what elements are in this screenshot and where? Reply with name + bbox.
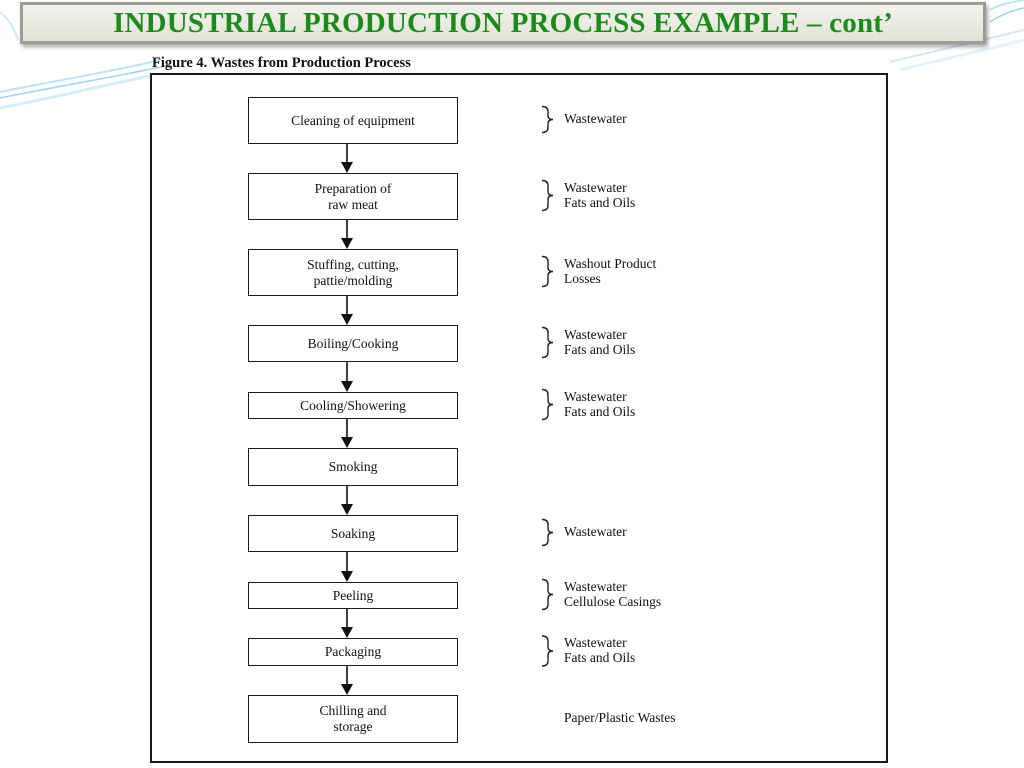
process-step-box: Packaging bbox=[248, 638, 458, 666]
curly-bracket bbox=[541, 179, 554, 212]
process-step-box: Smoking bbox=[248, 448, 458, 486]
process-step-box: Cooling/Showering bbox=[248, 392, 458, 419]
waste-output-label: Wastewater Fats and Oils bbox=[564, 326, 636, 357]
waste-output-label: Wastewater Fats and Oils bbox=[564, 179, 636, 210]
waste-output-label: Wastewater Fats and Oils bbox=[564, 635, 636, 665]
process-step-box: Stuffing, cutting, pattie/molding bbox=[248, 249, 458, 296]
waste-output-label: Paper/Plastic Wastes bbox=[564, 709, 676, 725]
process-step-box: Boiling/Cooking bbox=[248, 325, 458, 362]
flow-arrow bbox=[341, 552, 353, 582]
process-step-box: Chilling and storage bbox=[248, 695, 458, 743]
figure-caption: Figure 4. Wastes from Production Process bbox=[152, 55, 411, 71]
flow-arrow bbox=[341, 609, 353, 638]
curly-bracket bbox=[541, 518, 554, 547]
waste-output-label: Wastewater Cellulose Casings bbox=[564, 578, 662, 609]
flow-arrow bbox=[341, 362, 353, 392]
waste-output-label: Washout Product Losses bbox=[564, 255, 657, 286]
flow-arrow bbox=[341, 296, 353, 325]
background-swoosh-decoration bbox=[0, 0, 1024, 110]
waste-output-label: Wastewater bbox=[564, 524, 627, 539]
process-step-box: Peeling bbox=[248, 582, 458, 609]
process-step-box: Preparation of raw meat bbox=[248, 173, 458, 220]
process-step-box: Cleaning of equipment bbox=[248, 97, 458, 144]
flow-arrow bbox=[341, 486, 353, 515]
curly-bracket bbox=[541, 635, 554, 667]
curly-bracket bbox=[541, 105, 554, 134]
curly-bracket bbox=[541, 578, 554, 611]
flow-arrow bbox=[341, 666, 353, 695]
flow-arrow bbox=[341, 144, 353, 173]
curly-bracket bbox=[541, 255, 554, 288]
waste-output-label: Wastewater bbox=[564, 111, 627, 126]
process-step-box: Soaking bbox=[248, 515, 458, 552]
flow-arrow bbox=[341, 220, 353, 249]
slide-title: INDUSTRIAL PRODUCTION PROCESS EXAMPLE – … bbox=[113, 6, 893, 39]
curly-bracket bbox=[541, 326, 554, 359]
waste-output-label: Wastewater Fats and Oils bbox=[564, 388, 636, 419]
slide-title-bar: INDUSTRIAL PRODUCTION PROCESS EXAMPLE – … bbox=[20, 2, 986, 44]
curly-bracket bbox=[541, 388, 554, 421]
flow-arrow bbox=[341, 419, 353, 448]
